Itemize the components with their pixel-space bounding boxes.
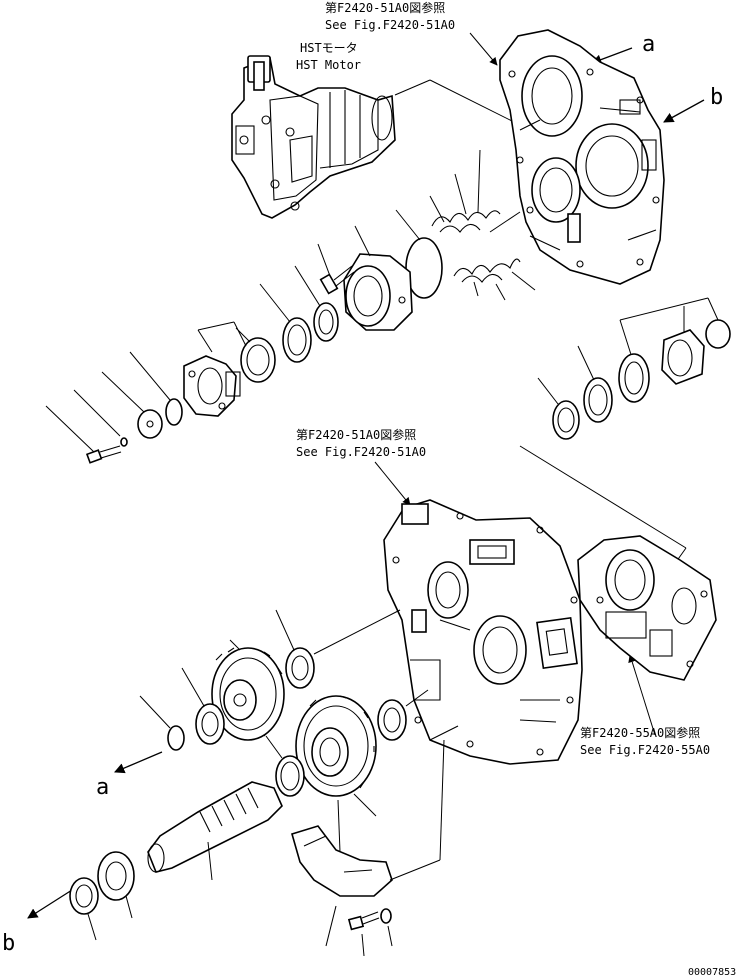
cap-seal: [705, 319, 731, 349]
bearing-ring-right-1: [618, 353, 650, 403]
bearing-lower-2: [195, 703, 225, 745]
lower-cover-plate: [291, 825, 393, 897]
marker-a-top: a: [642, 32, 655, 57]
hst-motor: [231, 55, 396, 219]
drawing-code: 00007853: [688, 967, 736, 978]
arrow-b-left: [27, 889, 73, 919]
bearing-lower-1: [285, 647, 315, 689]
coupling-flange: [183, 355, 241, 417]
cap-shaft: [69, 877, 99, 915]
bearing-shaft: [97, 851, 135, 901]
marker-a-left: a: [96, 775, 109, 800]
seal-ring: [240, 337, 276, 383]
bolt-left: [85, 445, 122, 464]
right-reference-en: See Fig.F2420-55A0: [580, 743, 710, 757]
bearing-ring-1: [313, 302, 339, 342]
bearing-ring-2: [282, 317, 312, 363]
washer-large: [165, 398, 183, 426]
right-reference-jp: 第F2420-55A0図参照: [580, 725, 700, 740]
arrow-b-top: [663, 99, 705, 123]
gear-upper: [211, 647, 285, 741]
right-cover-case: [577, 535, 717, 681]
mid-reference-en: See Fig.F2420-51A0: [296, 445, 426, 459]
arrow-a-left: [114, 751, 163, 774]
bearing-ring-right-2: [583, 377, 613, 423]
upper-housing-case: [499, 29, 665, 285]
output-shaft: [147, 781, 283, 873]
snap-ring: [167, 725, 185, 751]
seal-ring-right: [552, 400, 580, 440]
hst-motor-label-jp: HSTモータ: [300, 41, 358, 55]
bearing-retainer: [343, 253, 413, 331]
leader-motor: [394, 79, 431, 96]
bolt-bottom: [347, 911, 380, 931]
hst-motor-label-en: HST Motor: [296, 58, 361, 72]
spacer-ring: [275, 755, 305, 797]
arrow-right-ref: [628, 654, 656, 736]
upper-seal-clips: [431, 210, 521, 283]
main-transmission-case: [383, 499, 583, 765]
washer-plate: [137, 409, 163, 439]
bearing-sleeve: [661, 329, 705, 385]
bearing-lower-3: [377, 699, 407, 741]
washer-bottom: [380, 908, 392, 924]
marker-b-top: b: [710, 85, 723, 110]
marker-b-left: b: [2, 931, 15, 956]
gear-lower: [295, 695, 377, 797]
lock-washer: [120, 437, 128, 447]
bolt-upper: [319, 265, 355, 295]
top-reference-en: See Fig.F2420-51A0: [325, 18, 455, 32]
mid-reference-jp: 第F2420-51A0図参照: [296, 427, 416, 442]
arrow-top-ref: [469, 32, 498, 66]
arrow-mid-ref: [374, 461, 411, 506]
top-reference-jp: 第F2420-51A0図参照: [325, 0, 445, 15]
